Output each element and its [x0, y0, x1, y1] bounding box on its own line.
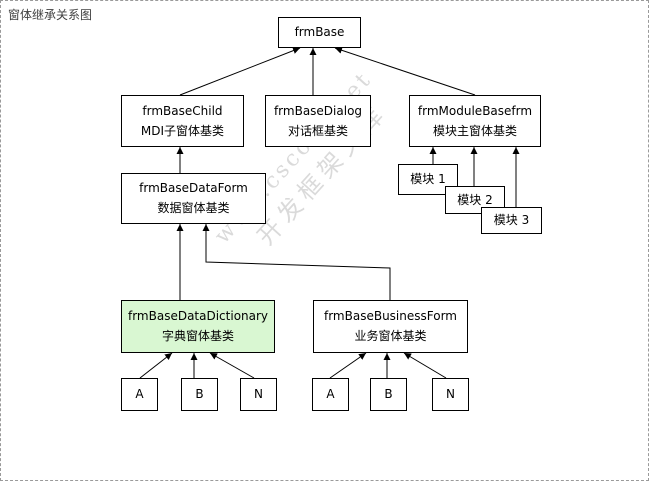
node-frmBase: frmBase [278, 17, 361, 48]
node-frmBaseDataDictionary-name: frmBaseDataDictionary [127, 309, 269, 323]
edge-busA [329, 352, 367, 379]
edge-dictA [139, 352, 173, 379]
node-busB-name: B [384, 387, 393, 401]
node-frmBaseDataForm-name: frmBaseDataForm [139, 181, 248, 195]
node-dictA-name: A [135, 387, 144, 401]
node-frmBaseDataForm-desc: 数据窗体基类 [157, 201, 230, 215]
node-busB: B [370, 378, 407, 411]
node-dictN-name: N [254, 387, 263, 401]
node-frmBase-name: frmBase [294, 25, 345, 39]
edge-busN [403, 352, 447, 379]
node-frmBaseDataDictionary-desc: 字典窗体基类 [161, 329, 234, 343]
node-frmModuleBasefrm: frmModuleBasefrm 模块主窗体基类 [409, 95, 541, 147]
node-dictB: B [181, 378, 218, 411]
node-frmBaseDialog: frmBaseDialog 对话框基类 [265, 95, 371, 147]
node-frmModuleBasefrm-desc: 模块主窗体基类 [432, 123, 517, 138]
node-frmBaseChild-name: frmBaseChild [142, 103, 223, 118]
node-frmBaseDialog-name: frmBaseDialog [273, 103, 363, 118]
node-frmBaseDataDictionary: frmBaseDataDictionary 字典窗体基类 [121, 300, 275, 353]
diagram-title: 窗体继承关系图 [8, 8, 93, 22]
node-frmBaseDialog-desc: 对话框基类 [287, 123, 348, 138]
node-module1-name: 模块 1 [410, 172, 446, 186]
node-module3-name: 模块 3 [493, 213, 530, 227]
node-dictB-name: B [195, 387, 204, 401]
edge-business-dataform [202, 224, 391, 300]
node-frmBaseBusinessForm-name: frmBaseBusinessForm [323, 309, 457, 323]
edge-child-base [179, 47, 301, 96]
node-frmBaseChild-desc: MDI子窗体基类 [140, 123, 225, 138]
node-frmModuleBasefrm-name: frmModuleBasefrm [417, 103, 533, 118]
node-busN-name: N [446, 387, 455, 401]
node-dictA: A [121, 378, 158, 411]
node-busA: A [312, 378, 349, 411]
edge-dictN [209, 352, 255, 379]
node-module1: 模块 1 [398, 164, 458, 195]
node-frmBaseDataForm: frmBaseDataForm 数据窗体基类 [121, 173, 266, 224]
node-busN: N [432, 378, 469, 411]
node-frmBaseChild: frmBaseChild MDI子窗体基类 [121, 95, 244, 147]
node-busA-name: A [326, 387, 335, 401]
node-frmBaseBusinessForm-desc: 业务窗体基类 [354, 329, 427, 343]
node-module3: 模块 3 [481, 207, 542, 234]
node-dictN: N [240, 378, 277, 411]
node-module2-name: 模块 2 [457, 192, 493, 207]
node-frmBaseBusinessForm: frmBaseBusinessForm 业务窗体基类 [313, 300, 468, 353]
edge-module-base [334, 46, 476, 96]
